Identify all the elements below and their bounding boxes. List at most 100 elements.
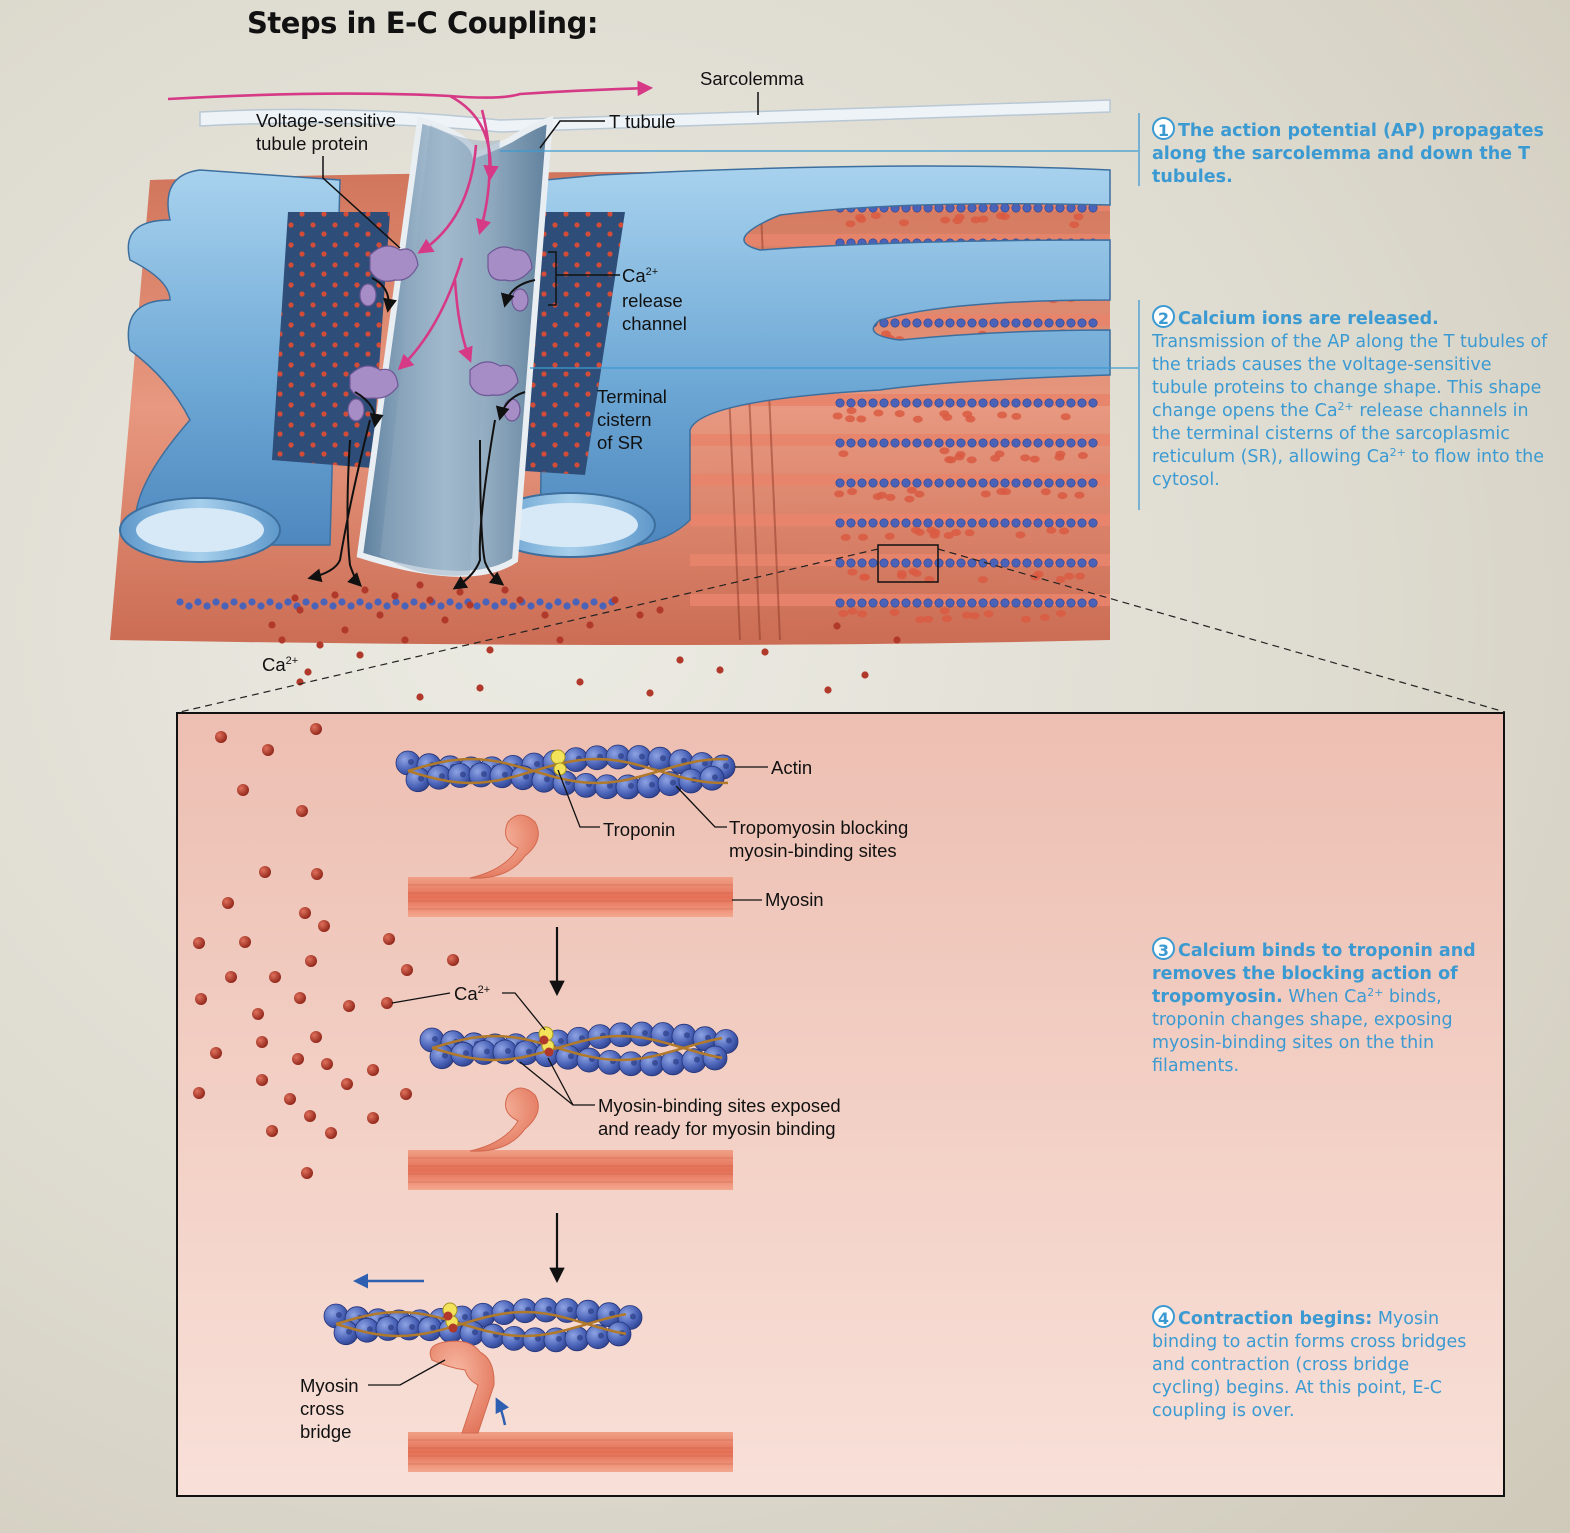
actin-bead	[912, 398, 922, 408]
actin-bead	[857, 558, 867, 568]
actin-bead	[934, 318, 944, 328]
actin-bead	[901, 558, 911, 568]
calcium-ion	[278, 636, 286, 644]
actin-monomer	[594, 774, 620, 800]
myosin-head	[1020, 454, 1031, 462]
calcium-ion	[656, 606, 664, 614]
actin-binding-site	[484, 1048, 490, 1055]
actin-bead	[934, 478, 944, 488]
calcium-ion	[501, 586, 509, 594]
label-terminal-1: Terminal	[597, 386, 667, 407]
calcium-ion	[318, 920, 330, 932]
actin-bead	[302, 598, 310, 606]
myosin-thick-filament-2	[408, 1150, 733, 1190]
actin-bead	[1055, 438, 1065, 448]
label-cross-bridge-2: cross	[300, 1398, 345, 1419]
actin-monomer	[501, 1325, 527, 1351]
myosin-head	[997, 411, 1008, 419]
myosin-head	[1040, 488, 1051, 496]
myosin-head	[847, 568, 858, 576]
calcium-ion	[304, 668, 312, 676]
calcium-ion	[401, 636, 409, 644]
myosin-head	[1021, 615, 1032, 623]
actin-bead	[934, 558, 944, 568]
step-4-number: 4	[1152, 1305, 1175, 1328]
step-4-body-a: Myosin binding to actin forms cross brid…	[1152, 1309, 1467, 1421]
actin-bead	[590, 598, 598, 606]
calcium-ion	[861, 671, 869, 679]
actin-bead	[320, 598, 328, 606]
myosin-head	[946, 456, 957, 464]
actin-bead	[956, 478, 966, 488]
actin-bead	[1077, 398, 1087, 408]
actin-bead	[1077, 598, 1087, 608]
actin-bead	[901, 398, 911, 408]
actin-bead	[1055, 203, 1065, 213]
actin-bead	[1044, 558, 1054, 568]
actin-bead	[1044, 598, 1054, 608]
myosin-head	[939, 447, 950, 455]
actin-bead	[923, 318, 933, 328]
actin-bead	[527, 602, 535, 610]
actin-bead	[248, 598, 256, 606]
actin-bead	[901, 318, 911, 328]
calcium-ion	[268, 621, 276, 629]
calcium-ion	[310, 723, 322, 735]
actin-bead	[846, 438, 856, 448]
actin-bead	[1033, 478, 1043, 488]
actin-bead	[945, 318, 955, 328]
actin-binding-site	[481, 771, 487, 778]
calcium-ion	[193, 937, 205, 949]
actin-bead	[967, 438, 977, 448]
myosin-head	[858, 533, 869, 541]
actin-binding-site	[388, 1324, 394, 1331]
actin-bead	[978, 203, 988, 213]
actin-bead	[945, 558, 955, 568]
label-voltage-sensitive-2: tubule protein	[256, 133, 369, 154]
actin-binding-site	[670, 779, 676, 786]
calcium-ion	[215, 731, 227, 743]
calcium-ion	[447, 954, 459, 966]
calcium-ion	[356, 651, 364, 659]
actin-bead	[890, 478, 900, 488]
calcium-ion	[893, 636, 901, 644]
actin-binding-site	[336, 1312, 342, 1318]
actin-bead	[1022, 203, 1032, 213]
myosin-head	[859, 573, 870, 581]
calcium-ion	[210, 1047, 222, 1059]
myosin-head	[951, 529, 962, 537]
actin-bead	[846, 398, 856, 408]
actin-bead	[1066, 598, 1076, 608]
actin-bead	[1022, 478, 1032, 488]
actin-bead	[967, 558, 977, 568]
actin-bead	[835, 478, 845, 488]
actin-binding-site	[462, 1314, 468, 1321]
myosin-head	[983, 610, 994, 618]
label-actin: Actin	[771, 757, 813, 778]
actin-bead	[846, 478, 856, 488]
actin-bead	[482, 598, 490, 606]
actin-binding-site	[430, 1324, 436, 1331]
action-potential-arrows	[167, 80, 654, 371]
actin-bead	[945, 478, 955, 488]
step-2-number: 2	[1152, 305, 1175, 328]
myosin-head	[1057, 492, 1068, 500]
calcium-ion	[262, 744, 274, 756]
actin-binding-site	[588, 1308, 594, 1315]
tropomyosin-strand	[335, 1310, 627, 1338]
label-cross-bridge-1: Myosin	[300, 1375, 359, 1396]
actin-binding-site	[631, 1059, 637, 1066]
actin-bead	[879, 518, 889, 528]
actin-binding-site	[418, 775, 424, 782]
actin-bead	[1088, 318, 1098, 328]
calcium-ion	[292, 1053, 304, 1065]
thin-filament-blocked	[395, 744, 736, 800]
cytosolic-calcium	[193, 723, 459, 1179]
calcium-ion	[225, 971, 237, 983]
label-sites-exposed-1: Myosin-binding sites exposed	[598, 1095, 841, 1116]
label-sarcolemma: Sarcolemma	[700, 68, 804, 89]
